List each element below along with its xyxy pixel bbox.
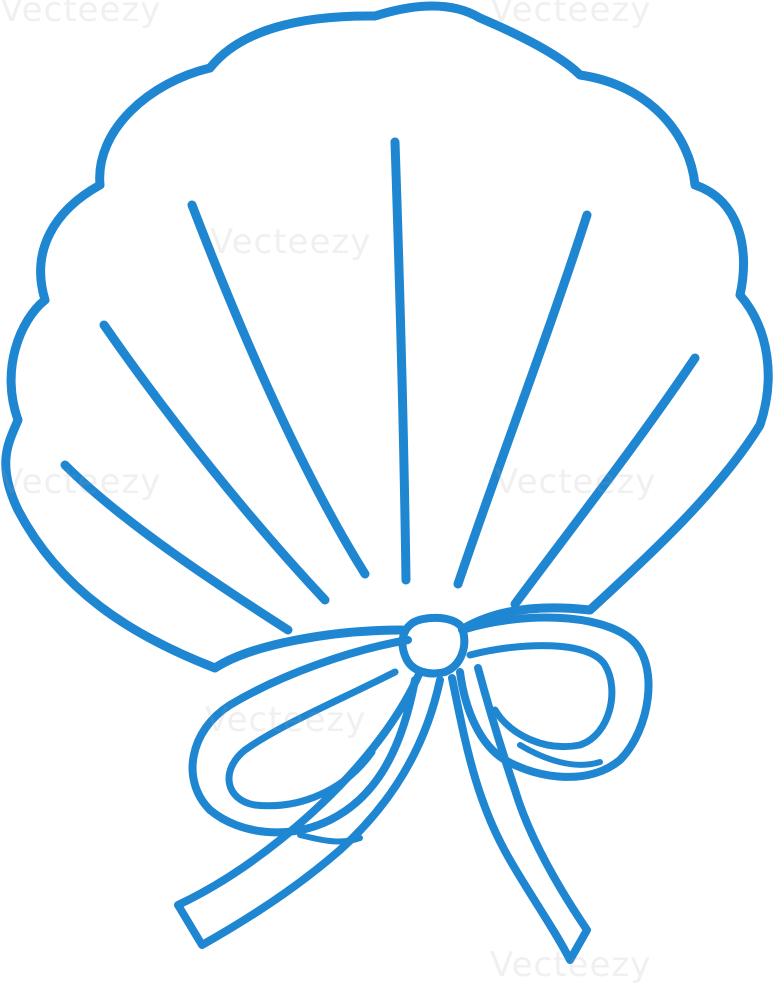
bow-fold-left [297, 832, 363, 845]
shell-rib-4 [390, 137, 411, 585]
bow-right-tail [448, 664, 591, 964]
bow-left-loop-inner [225, 668, 399, 810]
shell-rib-2 [99, 320, 330, 605]
shell-rib-6 [510, 353, 700, 609]
bow-right-loop [456, 613, 653, 781]
shell-rib-3 [187, 200, 370, 579]
shell-outline [1, 1, 773, 673]
shell-rib-1 [60, 460, 293, 635]
shell-rib-5 [453, 210, 592, 589]
bow-fold-right [517, 742, 603, 768]
bow-knot [398, 613, 469, 678]
bow-left-tail [174, 668, 444, 949]
bow-right-loop-inner [466, 642, 616, 751]
bow-left-loop [188, 636, 419, 837]
